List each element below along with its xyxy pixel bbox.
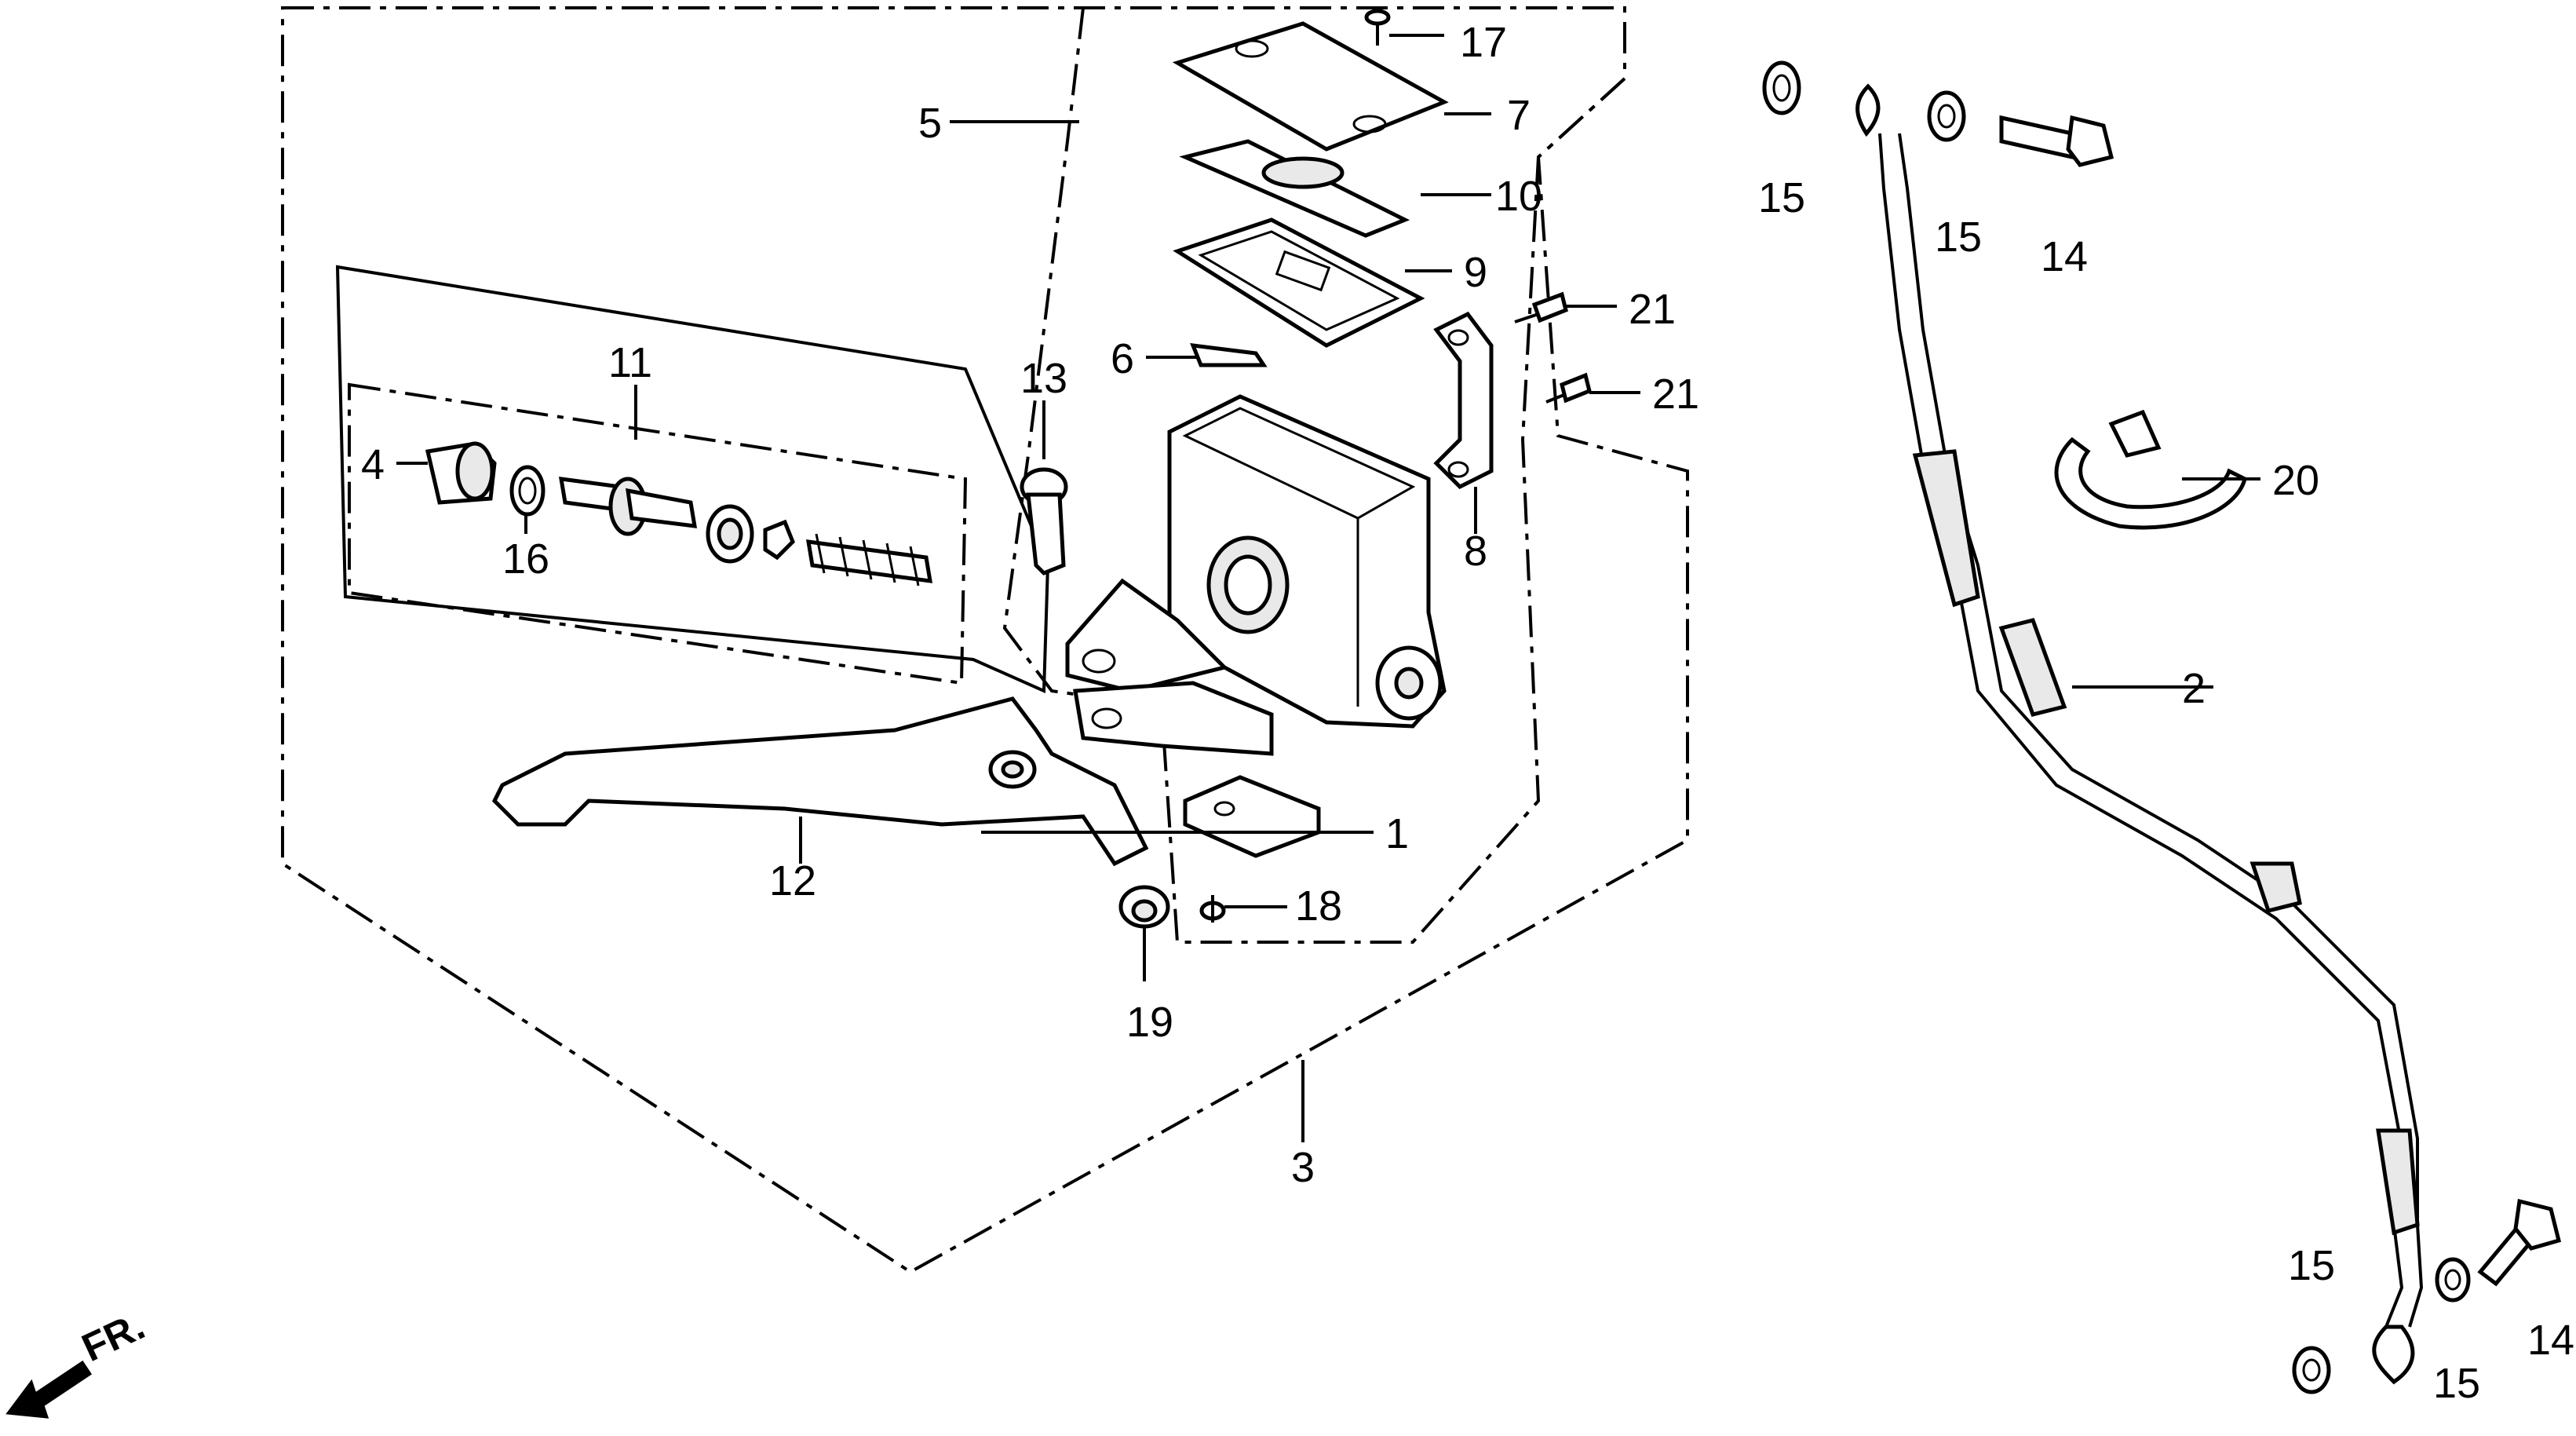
master-cylinder-body — [1065, 394, 1447, 756]
callout-7: 7 — [1507, 92, 1531, 139]
front-direction-indicator: FR. — [5, 1303, 151, 1419]
washer-15-c — [2292, 1346, 2331, 1394]
callout-21-upper: 21 — [1629, 286, 1676, 333]
pivot-bolt-13 — [1020, 467, 1068, 575]
callout-8: 8 — [1464, 528, 1487, 575]
callout-2: 2 — [2182, 665, 2206, 712]
holder-8 — [1433, 311, 1494, 490]
assembly-3-boundary — [281, 6, 1689, 1274]
bolt-21-upper — [1514, 291, 1568, 323]
callout-labels: 1 2 3 4 5 6 7 8 9 10 11 12 13 14 14 15 1… — [361, 19, 2574, 1407]
assembly-11-boundary — [335, 265, 1050, 694]
callout-15-a: 15 — [1758, 174, 1805, 221]
callout-15-b: 15 — [1935, 214, 1982, 261]
callout-20: 20 — [2272, 457, 2319, 504]
callout-15-d: 15 — [2433, 1360, 2480, 1407]
callout-16: 16 — [502, 535, 549, 583]
callout-9: 9 — [1464, 249, 1487, 296]
callout-1: 1 — [1385, 810, 1409, 857]
callout-13: 13 — [1020, 355, 1067, 402]
retainer — [763, 519, 795, 561]
callout-14-upper: 14 — [2041, 233, 2088, 280]
callout-3: 3 — [1291, 1144, 1315, 1191]
callout-11: 11 — [608, 339, 652, 386]
washer-15-d — [2435, 1257, 2471, 1303]
brake-hose-2 — [1855, 83, 2424, 1385]
cap-plate — [1179, 139, 1410, 238]
boot-19 — [1118, 885, 1170, 929]
spring — [805, 533, 933, 586]
front-arrow-icon — [5, 1360, 93, 1419]
reservoir-cap — [1172, 21, 1449, 152]
screw-18 — [1199, 895, 1226, 923]
callout-15-c: 15 — [2288, 1242, 2335, 1289]
brake-lever-12 — [491, 696, 1149, 867]
hose-clamp-20 — [2054, 409, 2247, 530]
callout-14-lower: 14 — [2527, 1317, 2574, 1364]
screw-17 — [1364, 9, 1391, 46]
callout-21-lower: 21 — [1652, 371, 1699, 418]
assembly-5-boundary — [1002, 7, 1626, 944]
brake-switch-1 — [1183, 775, 1321, 858]
front-label: FR. — [75, 1303, 151, 1370]
oil-bolt-14-lower — [2477, 1198, 2562, 1287]
leader-lines — [396, 34, 2260, 1142]
callout-6: 6 — [1111, 335, 1134, 382]
boot-4 — [425, 441, 497, 505]
callout-17: 17 — [1460, 19, 1507, 66]
circlip-16 — [509, 465, 545, 517]
callout-4: 4 — [361, 441, 385, 488]
diaphragm — [1173, 217, 1425, 348]
pin-6 — [1190, 342, 1268, 367]
callout-18: 18 — [1295, 882, 1342, 930]
callout-12: 12 — [769, 857, 816, 904]
callout-10: 10 — [1495, 173, 1542, 220]
oil-bolt-14-upper — [1999, 115, 2114, 167]
washer-15-a — [1762, 60, 1801, 115]
callout-19: 19 — [1126, 999, 1173, 1046]
callout-5: 5 — [918, 100, 942, 147]
piston — [558, 477, 754, 564]
washer-15-b — [1927, 90, 1966, 142]
